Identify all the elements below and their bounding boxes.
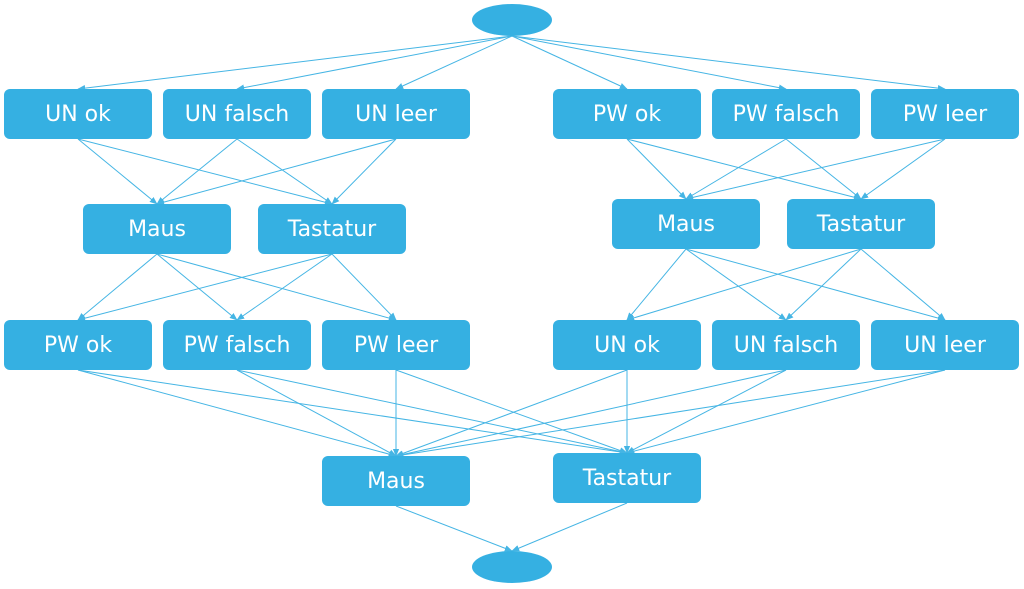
edge-r_tast1-to-r_un_leer [860, 248, 946, 321]
edge-start-to-r_pw_ok [511, 35, 628, 90]
edge-l_un_falsch-to-l_maus1 [156, 138, 238, 205]
edge-l_maus1-to-l_pw_ok [77, 253, 158, 321]
left-pw-falsch-node: PW falsch [163, 320, 311, 370]
edge-l_maus1-to-l_pw_falsch [156, 253, 238, 321]
edge-l_un_ok-to-l_maus1 [77, 138, 158, 205]
right-pw-leer-node: PW leer [871, 89, 1019, 139]
edge-start-to-l_un_ok [77, 35, 513, 92]
start-node [472, 4, 552, 36]
edge-tast_final-to-end [511, 502, 628, 552]
final-tastatur-node: Tastatur [553, 453, 701, 503]
left-un-falsch-node: UN falsch [163, 89, 311, 139]
edge-l_un_falsch-to-l_tast1 [236, 138, 333, 205]
edge-r_maus1-to-r_un_falsch [685, 248, 787, 321]
final-maus-node: Maus [322, 456, 470, 506]
edge-r_pw_falsch-to-r_tast1 [785, 138, 862, 200]
right-pw-falsch-node: PW falsch [712, 89, 860, 139]
edge-r_un_falsch-to-maus_final [395, 369, 787, 458]
edge-r_pw_leer-to-r_maus1 [685, 138, 946, 201]
edge-l_pw_ok-to-maus_final [77, 369, 397, 458]
edge-r_un_leer-to-tast_final [626, 369, 946, 455]
edge-r_pw_ok-to-r_tast1 [626, 138, 862, 201]
edge-r_un_falsch-to-tast_final [626, 369, 787, 454]
right-tastatur-node: Tastatur [787, 199, 935, 249]
edge-r_un_leer-to-maus_final [395, 369, 946, 459]
right-maus-node: Maus [612, 199, 760, 249]
end-node [472, 551, 552, 583]
edge-l_tast1-to-l_pw_falsch [236, 253, 333, 321]
edge-start-to-r_pw_falsch [511, 35, 787, 91]
right-pw-ok-node: PW ok [553, 89, 701, 139]
edge-r_tast1-to-r_un_falsch [785, 248, 862, 321]
edge-l_pw_falsch-to-maus_final [236, 369, 397, 457]
right-un-ok-node: UN ok [553, 320, 701, 370]
left-un-leer-node: UN leer [322, 89, 470, 139]
edge-r_pw_falsch-to-r_maus1 [685, 138, 787, 200]
edge-l_un_leer-to-l_tast1 [331, 138, 397, 205]
edge-start-to-r_pw_leer [511, 35, 946, 92]
edge-r_pw_leer-to-r_tast1 [860, 138, 946, 200]
edge-l_maus1-to-l_pw_leer [156, 253, 397, 322]
right-un-leer-node: UN leer [871, 320, 1019, 370]
edge-l_tast1-to-l_pw_ok [77, 253, 333, 322]
edge-r_un_ok-to-maus_final [395, 369, 628, 457]
edge-l_un_leer-to-l_maus1 [156, 138, 397, 206]
edge-l_pw_falsch-to-tast_final [236, 369, 628, 455]
edge-maus_final-to-end [395, 505, 513, 552]
right-un-falsch-node: UN falsch [712, 320, 860, 370]
edge-start-to-l_un_leer [395, 35, 513, 90]
left-maus-node: Maus [83, 204, 231, 254]
left-tastatur-node: Tastatur [258, 204, 406, 254]
edge-l_pw_ok-to-tast_final [77, 369, 628, 456]
edge-r_maus1-to-r_un_ok [626, 248, 687, 321]
left-un-ok-node: UN ok [4, 89, 152, 139]
left-pw-ok-node: PW ok [4, 320, 152, 370]
edge-l_pw_leer-to-tast_final [395, 369, 628, 454]
edge-l_tast1-to-l_pw_leer [331, 253, 397, 321]
edge-r_tast1-to-r_un_ok [626, 248, 862, 321]
edge-start-to-l_un_falsch [236, 35, 513, 91]
edge-r_pw_ok-to-r_maus1 [626, 138, 687, 200]
edge-l_un_ok-to-l_tast1 [77, 138, 333, 206]
edge-r_maus1-to-r_un_leer [685, 248, 946, 322]
left-pw-leer-node: PW leer [322, 320, 470, 370]
